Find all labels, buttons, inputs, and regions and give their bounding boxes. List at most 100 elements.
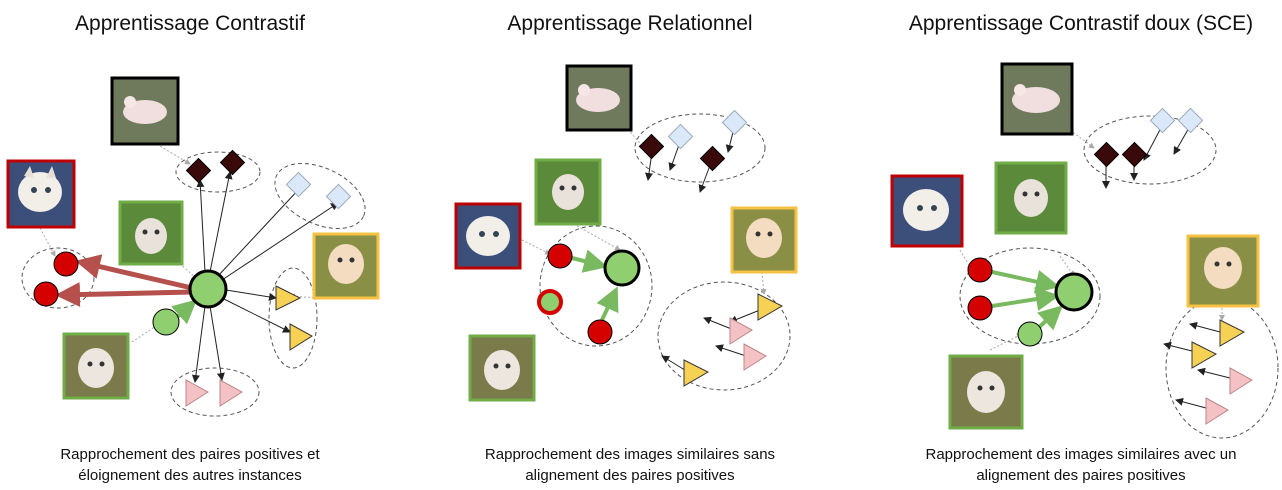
cluster-ellipse <box>1165 297 1279 439</box>
negative-node <box>967 257 993 283</box>
axolotl-image <box>110 76 180 146</box>
caption-line: alignement des paires positives <box>976 467 1186 484</box>
panel-title: Apprentissage Contrastif doux (SCE) <box>908 12 1254 35</box>
pull-arrow <box>171 299 197 325</box>
triangle-node-yellow <box>683 359 710 387</box>
push-arrow <box>209 171 233 273</box>
image-connector <box>164 249 199 281</box>
anchor-node <box>1054 272 1094 312</box>
caption-line: Rapprochement des images similaires avec… <box>925 446 1237 463</box>
positive-node <box>152 308 180 336</box>
pull-arrow <box>991 270 1060 294</box>
diamond-node-dark <box>219 149 246 176</box>
puppy-image <box>1186 234 1260 308</box>
diamond-node-dark <box>699 145 726 172</box>
negative-node <box>967 295 993 321</box>
vector-arrow <box>1197 367 1231 379</box>
triangle-node-pink <box>1229 367 1253 395</box>
kitten-image-green-frame <box>994 161 1068 235</box>
push-arrow-strong <box>75 254 193 291</box>
vector-arrow <box>1175 397 1207 409</box>
push-arrow <box>221 202 339 281</box>
negative-node <box>587 319 613 345</box>
cluster-ellipse <box>657 281 791 391</box>
pull-arrow <box>596 286 619 321</box>
kitten-image-green-frame <box>62 332 130 400</box>
triangle-node-pink <box>729 317 753 345</box>
push-arrow <box>225 289 277 301</box>
axolotl-image <box>565 64 633 132</box>
diamond-node-dark <box>185 157 212 184</box>
panel-caption: Rapprochement des images similaires avec… <box>880 444 1282 486</box>
vector-arrow <box>1173 125 1191 155</box>
image-connector <box>1069 129 1095 149</box>
diamond-node-light <box>285 171 312 198</box>
vector-arrow <box>715 344 747 357</box>
image-connector <box>521 239 551 255</box>
image-connector <box>989 333 1023 351</box>
push-arrow <box>209 305 225 381</box>
diamond-node-dark <box>1093 141 1120 168</box>
contrastive-diagram <box>6 76 380 417</box>
caption-line: alignement des paires positives <box>525 467 735 484</box>
positive-node-red-ring <box>537 289 563 315</box>
vector-arrow <box>1163 341 1197 353</box>
puppy-image <box>312 232 380 300</box>
negative-node <box>33 281 59 307</box>
relational-diagram <box>454 64 798 402</box>
cluster-ellipse <box>268 267 318 369</box>
panel-soft-contrastive: Apprentissage Contrastif doux (SCE) <box>880 0 1282 490</box>
kitten-image-green-frame <box>468 334 536 402</box>
kitten-image-green-frame <box>948 354 1024 430</box>
panel-relational: Apprentissage Relationnel <box>430 0 830 490</box>
axolotl-image <box>1000 62 1074 136</box>
push-arrow <box>196 179 206 273</box>
push-arrow <box>221 297 291 333</box>
triangle-node-yellow <box>1219 319 1246 347</box>
negative-node <box>53 251 79 277</box>
image-connector <box>39 227 56 257</box>
kitten-image-red-frame <box>6 159 76 229</box>
panel-caption: Rapprochement des paires positives et él… <box>0 444 380 486</box>
triangle-node-yellow <box>275 285 302 311</box>
caption-line: Rapprochement des paires positives et <box>60 446 320 463</box>
kitten-image-red-frame <box>454 202 522 270</box>
pull-arrow <box>571 249 608 273</box>
puppy-image <box>730 206 798 274</box>
triangle-node-pink <box>1205 397 1229 425</box>
cluster-ellipse <box>1083 115 1217 185</box>
cluster-ellipse <box>170 367 260 417</box>
diamond-node-light <box>1149 107 1176 134</box>
diamond-node-dark <box>1121 141 1148 168</box>
diamond-node-light <box>721 109 748 136</box>
diamond-node-light <box>325 183 352 210</box>
panel-contrastive: Apprentissage Contrastif <box>0 0 380 490</box>
triangle-node-pink <box>743 343 767 371</box>
panel-caption: Rapprochement des images similaires sans… <box>430 444 830 486</box>
cluster-ellipse <box>634 113 766 183</box>
cluster-ellipse <box>175 151 261 193</box>
anchor-node <box>603 249 641 287</box>
negative-node <box>547 243 573 269</box>
triangle-node-pink <box>185 379 209 407</box>
triangle-node-yellow <box>757 293 784 321</box>
kitten-image-green-frame <box>118 200 184 266</box>
cluster-ellipse <box>274 163 366 229</box>
diamond-node-light <box>667 123 694 150</box>
push-arrow <box>217 187 301 277</box>
triangle-node-pink <box>219 379 243 407</box>
image-connector <box>760 271 767 295</box>
panel-title: Apprentissage Contrastif <box>75 12 305 35</box>
push-arrow-strong <box>55 282 193 308</box>
triangle-node-yellow <box>1191 341 1218 369</box>
image-connector <box>569 221 621 251</box>
caption-line: Rapprochement des images similaires sans <box>484 446 776 463</box>
triangle-node-yellow <box>289 323 313 351</box>
diamond-node-dark <box>638 133 665 160</box>
panel-title: Apprentissage Relationnel <box>507 12 753 35</box>
cluster-ellipse <box>539 225 653 347</box>
kitten-image-red-frame <box>890 174 964 248</box>
diamond-node-light <box>1177 107 1204 134</box>
kitten-image-green-frame <box>534 158 602 226</box>
positive-node <box>1017 321 1043 347</box>
